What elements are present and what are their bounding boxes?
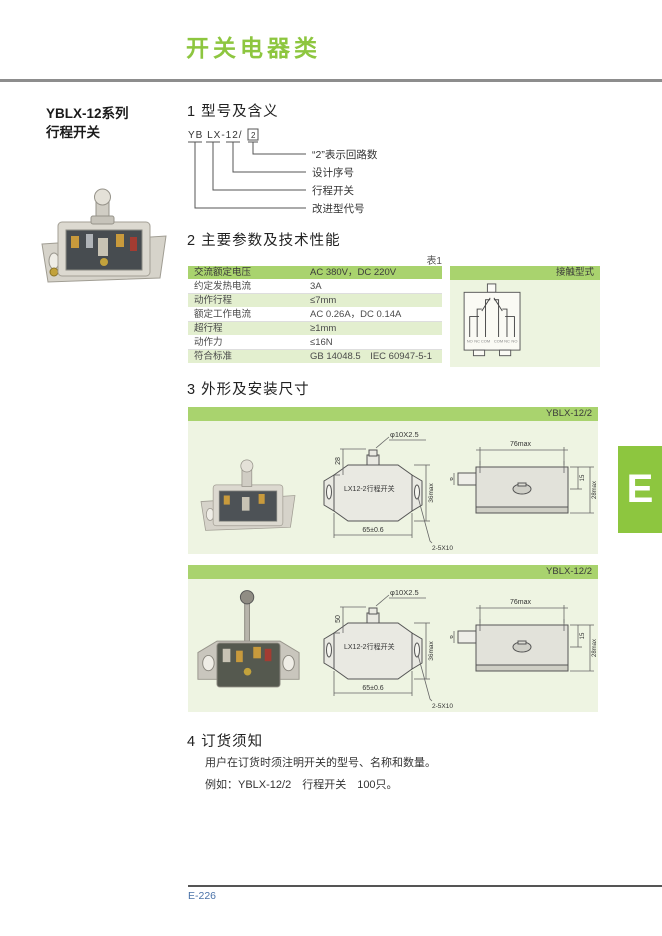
dim-height: 28 — [335, 457, 342, 465]
dim-side-width: 76max — [510, 599, 532, 606]
model-code-boxed: 2 — [251, 131, 256, 140]
table-row: 动作力 ≤16N — [188, 336, 442, 350]
panel1-product-photo — [200, 459, 296, 531]
plunger-switch-photo — [41, 188, 167, 283]
dim-side-h1: 15 — [580, 474, 586, 481]
dim-plunger: φ10X2.5 — [390, 588, 419, 597]
dim-plunger: φ10X2.5 — [390, 430, 419, 439]
table-row: 额定工作电流 AC 0.26A，DC 0.14A — [188, 308, 442, 322]
terminal-label: COM — [494, 339, 503, 344]
dim-side-width: 76max — [510, 441, 532, 448]
dim-height: 50 — [335, 615, 342, 623]
dim-side-h1: 15 — [580, 632, 586, 639]
dim-side-h2: 28max — [592, 639, 598, 657]
dim-side-offset: 6 — [450, 635, 455, 639]
param-name: 约定发热电流 — [194, 281, 252, 292]
dim-body-width: 65±0.6 — [362, 527, 383, 534]
contact-panel-header: 接触型式 — [450, 266, 600, 280]
terminal-label: NO — [467, 339, 473, 344]
param-value: GB 14048.5 IEC 60947-5-1 — [310, 351, 432, 362]
table-row: 交流额定电压 AC 380V，DC 220V — [188, 266, 442, 280]
dim-side-h2: 28max — [592, 481, 598, 499]
terminal-label: COM — [481, 339, 490, 344]
body-label: LX12-2行程开关 — [344, 642, 395, 651]
table-row: 约定发热电流 3A — [188, 280, 442, 294]
ordering-note: 用户在订货时须注明开关的型号、名称和数量。 — [205, 757, 436, 769]
body-label: LX12-2行程开关 — [344, 484, 395, 493]
panel1-front-view: φ10X2.5 28 LX12-2行程开关 36max 65±0.6 2-5X1… — [323, 430, 453, 552]
page-number: E-226 — [188, 890, 217, 902]
contact-type-panel: 接触型式 NO NC COM — [450, 266, 600, 367]
param-value: 3A — [310, 281, 322, 292]
table-row: 动作行程 ≤7mm — [188, 294, 442, 308]
model-label-circuits: “2”表示回路数 — [312, 148, 378, 161]
series-name: YBLX-12系列 — [46, 106, 129, 121]
table-row: 符合标准 GB 14048.5 IEC 60947-5-1 — [188, 350, 442, 364]
dim-slots: 2-5X10 — [432, 703, 453, 710]
param-value: ≤16N — [310, 337, 333, 348]
param-value: ≥1mm — [310, 323, 337, 334]
model-code-text: YB LX-12/ — [188, 130, 243, 141]
param-value: AC 380V，DC 220V — [310, 267, 397, 278]
model-label-design-no: 设计序号 — [312, 166, 354, 179]
product-photo-plunger — [38, 182, 170, 295]
param-value: AC 0.26A，DC 0.14A — [310, 309, 402, 320]
table-caption: 表1 — [426, 256, 442, 267]
panel2-side-view: 76max 6 15 28max — [450, 599, 598, 672]
series-block: YBLX-12系列 行程开关 — [46, 104, 129, 142]
parameters-table: 交流额定电压 AC 380V，DC 220V 约定发热电流 3A 动作行程 ≤7… — [188, 266, 442, 364]
section3-heading: 3 外形及安装尺寸 — [187, 382, 310, 398]
contact-circuit-diagram: NO NC COM COM NC NO — [463, 283, 521, 357]
dim-side-offset: 6 — [450, 477, 455, 481]
model-code-diagram: YB LX-12/ 2 “2”表示回路数 设计序号 行程开关 改进型代号 — [188, 128, 378, 215]
table-row: 超行程 ≥1mm — [188, 322, 442, 336]
terminal-label: NO — [511, 339, 517, 344]
model-label-improved-code: 改进型代号 — [312, 202, 365, 215]
param-name: 符合标准 — [194, 351, 233, 362]
terminal-label: NC — [504, 339, 510, 344]
param-name: 超行程 — [194, 323, 223, 334]
param-value: ≤7mm — [310, 295, 337, 306]
panel-badge: YBLX-12/2 — [188, 565, 598, 579]
section4-heading: 4 订货须知 — [187, 734, 264, 750]
dim-slots: 2-5X10 — [432, 545, 453, 552]
section1-heading: 1 型号及含义 — [187, 104, 279, 120]
page-title: 开关电器类 — [186, 35, 321, 61]
param-name: 动作力 — [194, 337, 223, 348]
param-name: 交流额定电压 — [194, 267, 252, 278]
panel1-side-view: 76max 6 15 28max — [450, 441, 598, 514]
contact-diagram-area: NO NC COM COM NC NO — [450, 280, 600, 367]
header-rule — [0, 79, 662, 82]
section2-heading: 2 主要参数及技术性能 — [187, 233, 341, 249]
panel2-product-photo — [197, 590, 300, 688]
section-index-tab: E — [618, 446, 662, 533]
panel-badge: YBLX-12/2 — [188, 407, 598, 421]
dimension-panel-plunger: YBLX-12/2 — [188, 407, 598, 554]
terminal-label: NC — [474, 339, 480, 344]
dim-body-height: 36max — [428, 640, 435, 660]
dim-body-width: 65±0.6 — [362, 685, 383, 692]
dim-body-height: 36max — [428, 482, 435, 502]
param-name: 动作行程 — [194, 295, 233, 306]
series-product: 行程开关 — [46, 125, 100, 140]
dimension-panel-lever: YBLX-12/2 — [188, 565, 598, 712]
footer-rule — [188, 885, 662, 887]
param-name: 额定工作电流 — [194, 309, 252, 320]
model-label-travel-switch: 行程开关 — [312, 184, 354, 197]
ordering-example: 例如：YBLX-12/2 行程开关 100只。 — [205, 779, 398, 791]
panel2-front-view: φ10X2.5 50 LX12-2行程开关 36max 65±0.6 2-5X1… — [323, 588, 453, 710]
